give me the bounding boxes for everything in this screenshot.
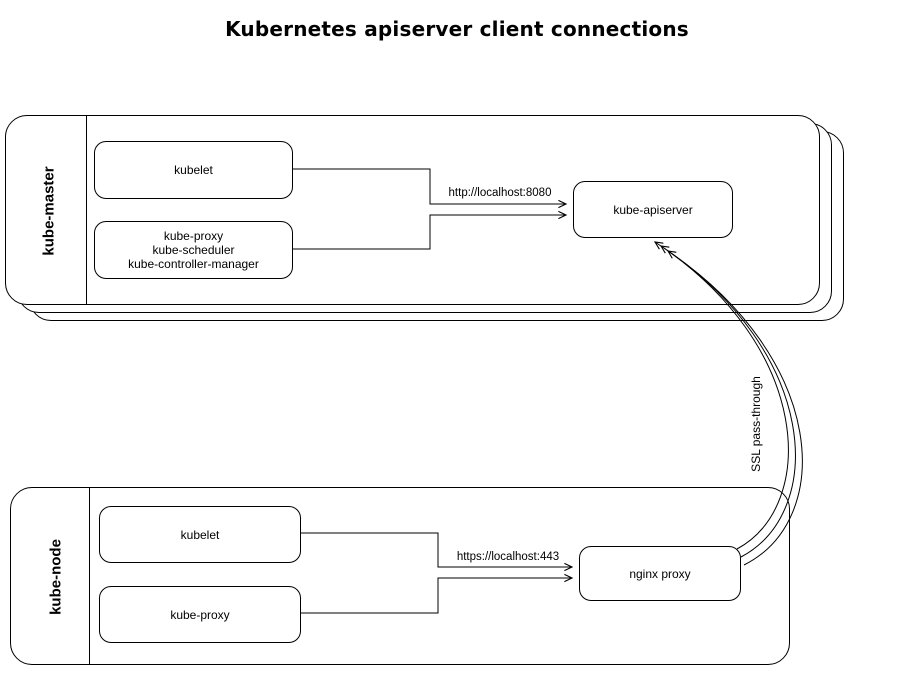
- master-group: kube-master kubelet kube-proxy kube-sche…: [5, 115, 820, 305]
- master-group-divider: [86, 116, 87, 304]
- node-group-label: kube-node: [47, 539, 65, 615]
- nginx-proxy-label: nginx proxy: [629, 566, 691, 581]
- master-kube-proxy-label: kube-proxy: [163, 229, 224, 243]
- kube-apiserver-label: kube-apiserver: [613, 202, 693, 217]
- master-kube-controller-manager-label: kube-controller-manager: [128, 257, 259, 271]
- ssl-pass-through-label: SSL pass-through: [749, 376, 763, 472]
- node-kubelet-label: kubelet: [180, 527, 220, 542]
- node-edge-https-label: https://localhost:443: [456, 551, 560, 563]
- node-kube-proxy-label: kube-proxy: [170, 607, 230, 622]
- node-group: kube-node kubelet kube-proxy nginx proxy: [10, 487, 790, 665]
- diagram-title: Kubernetes apiserver client connections: [225, 17, 689, 41]
- master-control-plane-box: kube-proxy kube-scheduler kube-controlle…: [94, 221, 293, 279]
- nginx-proxy-box: nginx proxy: [579, 546, 741, 601]
- master-kube-scheduler-label: kube-scheduler: [152, 243, 235, 257]
- master-kubelet-label: kubelet: [174, 163, 213, 177]
- node-kube-proxy-box: kube-proxy: [99, 586, 301, 643]
- node-group-divider: [89, 488, 90, 664]
- master-edge-http-label: http://localhost:8080: [448, 187, 552, 199]
- master-kubelet-box: kubelet: [94, 141, 293, 199]
- kube-apiserver-box: kube-apiserver: [573, 181, 733, 238]
- node-kubelet-box: kubelet: [99, 506, 301, 563]
- master-group-label: kube-master: [40, 166, 58, 256]
